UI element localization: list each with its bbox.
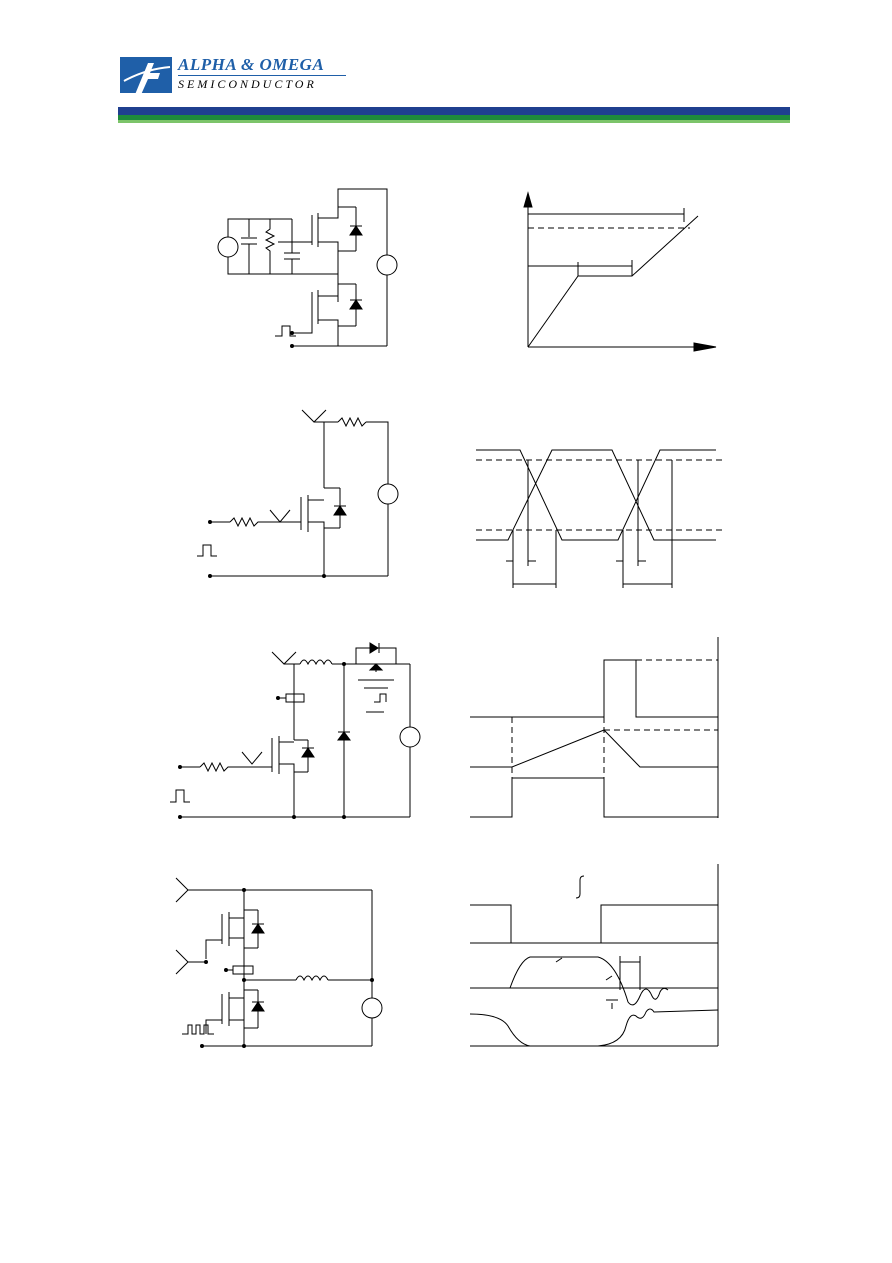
logo-divider [178,75,346,76]
switching-time-waveform [476,449,726,588]
gate-charge-waveform [523,191,717,352]
inductive-switching-test-circuit [170,642,421,819]
company-subtitle: SEMICONDUCTOR [178,77,317,91]
resistive-switching-test-circuit [197,409,399,578]
company-name: ALPHA & OMEGA [178,55,325,74]
header-band-light-green [118,120,790,123]
header-band-green [118,115,790,120]
company-logo: ALPHA & OMEGA SEMICONDUCTOR [120,55,346,97]
diode-recovery-waveform [469,864,719,1047]
gate-charge-test-circuit [217,188,398,348]
aos-logo-icon [120,57,172,97]
inductive-switching-waveform [470,637,719,818]
diode-recovery-test-circuit [175,877,383,1048]
header-band-navy [118,107,790,115]
